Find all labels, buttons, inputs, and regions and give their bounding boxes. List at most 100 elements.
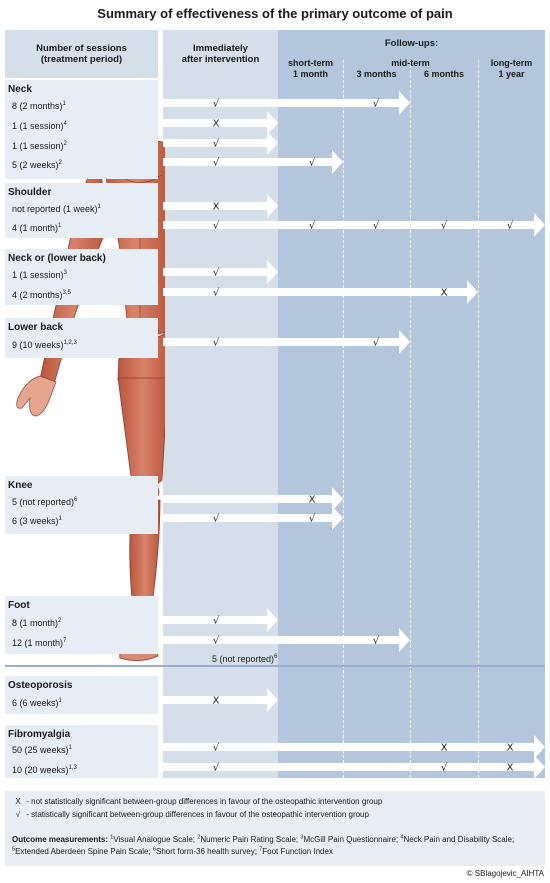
measure-item: 1Visual Analogue Scale; [110, 834, 196, 844]
row-label: 8 (1 month)2 [12, 618, 62, 628]
mark-significant: √ [373, 636, 380, 647]
legend-x-symbol: X [15, 797, 21, 806]
mark-not-significant: X [213, 202, 220, 213]
group-title-fibromyalgia: Fibromyalgia [8, 729, 71, 740]
measure-item: 4Neck Pain and Disability Scale; [400, 834, 515, 844]
mark-significant: √ [309, 514, 316, 525]
measure-item: 3McGill Pain Questionnaire; [300, 834, 399, 844]
row-arrow [163, 735, 545, 759]
section-separator [5, 665, 545, 667]
panel-knee [5, 476, 158, 534]
row-arrow [163, 330, 410, 354]
mark-not-significant: X [507, 743, 514, 754]
mark-significant: √ [213, 743, 220, 754]
measure-item: 7Foot Function Index [259, 846, 333, 856]
row-label: 8 (2 months)1 [12, 101, 66, 111]
row-arrow [163, 91, 410, 115]
row-arrow [163, 487, 343, 511]
group-title-osteoporosis: Osteoporosis [8, 680, 73, 691]
mark-significant: √ [213, 158, 220, 169]
row-label: 4 (2 months)3,5 [12, 290, 71, 300]
row-label: 9 (10 weeks)1,2,3 [12, 340, 77, 350]
header-6months: 6 months [423, 69, 464, 79]
row-label: 6 (6 weeks)1 [12, 698, 62, 708]
row-arrow [163, 628, 410, 652]
row-arrow [163, 506, 343, 530]
page-title: Summary of effectiveness of the primary … [97, 6, 453, 21]
row-label: 6 (3 weeks)1 [12, 516, 62, 526]
outcome-measurements: Outcome measurements: 1Visual Analogue S… [12, 834, 542, 858]
row-label: 50 (25 weeks)1 [12, 745, 72, 755]
row-arrow [163, 150, 343, 174]
mark-significant: √ [213, 221, 220, 232]
divider-6months [478, 60, 479, 778]
group-title-neck-lower-back: Neck or (lower back) [8, 253, 106, 264]
mark-not-significant: X [441, 288, 448, 299]
mark-significant: √ [213, 636, 220, 647]
group-title-lower-back: Lower back [8, 322, 64, 333]
mark-significant: √ [373, 99, 380, 110]
mark-significant: √ [373, 221, 380, 232]
measure-item: 2Numeric Pain Rating Scale; [197, 834, 299, 844]
mark-significant: √ [373, 338, 380, 349]
row-arrow [163, 260, 278, 284]
row-arrow [163, 213, 545, 237]
legend-x-row: X - not statistically significant betwee… [12, 797, 382, 806]
header-followups: Follow-ups: [384, 38, 439, 49]
panel-neck [5, 80, 158, 179]
measure-item: 6Short form-36 health survey; [152, 846, 257, 856]
panel-osteoporosis [5, 676, 158, 714]
mark-significant: √ [213, 99, 220, 110]
row-label: 1 (1 session)3 [12, 270, 67, 280]
immediate-column [163, 30, 278, 778]
mark-significant: √ [213, 288, 220, 299]
mark-significant: √ [213, 139, 220, 150]
copyright: © SBlagojevic_AIHTA [466, 869, 544, 878]
mark-significant: √ [213, 763, 220, 774]
row-arrow [163, 111, 278, 135]
legend-x-text: - not statistically significant between-… [26, 797, 383, 806]
row-label: 12 (1 month)7 [12, 638, 67, 648]
row-label: not reported (1 week)1 [12, 204, 101, 214]
row-label-extra: 5 (not reported)6 [212, 654, 278, 664]
legend-check-symbol: √ [15, 810, 21, 819]
panel-fibromyalgia [5, 725, 158, 778]
mark-significant: √ [507, 221, 514, 232]
row-label: 1 (1 session)2 [12, 141, 67, 151]
divider-1month [343, 60, 344, 778]
row-arrow [163, 131, 278, 155]
mark-not-significant: X [507, 763, 514, 774]
group-title-neck: Neck [8, 84, 32, 95]
header-mid-term: mid-term [391, 58, 430, 68]
header-immediately: Immediately after intervention [181, 43, 260, 65]
row-label: 10 (20 weeks)1,3 [12, 765, 77, 775]
row-label: 4 (1 month)1 [12, 223, 62, 233]
panel-foot [5, 596, 158, 654]
header-short-term: short-term 1 month [287, 58, 333, 79]
mark-not-significant: X [309, 495, 316, 506]
row-arrow [163, 755, 545, 779]
row-label: 1 (1 session)4 [12, 121, 67, 131]
row-arrow [163, 688, 278, 712]
mark-significant: √ [441, 221, 448, 232]
row-label: 5 (not reported)6 [12, 497, 78, 507]
panel-neck-lower-back [5, 249, 158, 305]
legend-check-text: - statistically significant between-grou… [26, 810, 369, 819]
row-arrow [163, 194, 278, 218]
mark-not-significant: X [213, 696, 220, 707]
mark-significant: √ [441, 763, 448, 774]
divider-3months [410, 60, 411, 778]
legend-panel [5, 791, 545, 866]
mark-significant: √ [213, 338, 220, 349]
followup-column [278, 30, 545, 778]
outcome-label: Outcome measurements: [12, 835, 109, 844]
mark-not-significant: X [441, 743, 448, 754]
mark-significant: √ [213, 616, 220, 627]
group-title-foot: Foot [8, 600, 30, 611]
header-long-term: long-term 1 year [490, 58, 533, 79]
mark-not-significant: X [213, 119, 220, 130]
row-label: 5 (2 weeks)2 [12, 160, 62, 170]
row-arrow [163, 280, 478, 304]
